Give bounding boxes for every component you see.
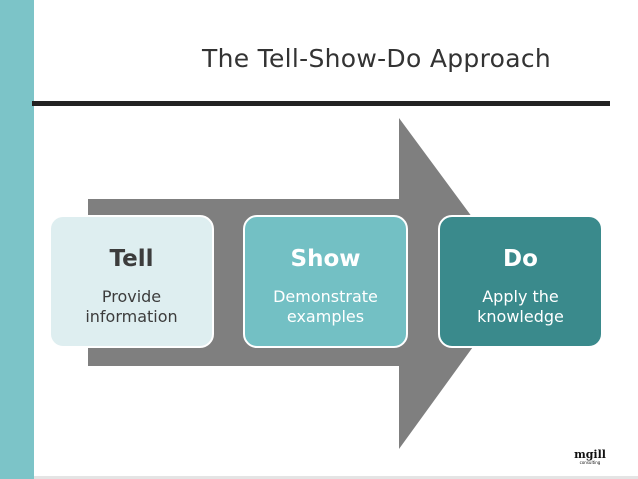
step-show-text: Demonstrate examples [273,287,378,326]
step-do-text: Apply the knowledge [477,287,564,326]
step-tell-heading: Tell [109,246,154,272]
step-show-box: Show Demonstrate examples [243,215,408,348]
slide-title: The Tell-Show-Do Approach [202,44,552,73]
accent-sidebar [0,0,34,479]
step-do-box: Do Apply the knowledge [438,215,603,348]
title-divider [32,101,610,106]
company-logo: mgill consulting [572,449,608,465]
step-show-heading: Show [290,246,361,272]
logo-mark: mgill [574,448,606,461]
step-tell-box: Tell Provide information [49,215,214,348]
step-do-heading: Do [503,246,538,272]
logo-subtitle: consulting [579,460,601,465]
footer-line [34,476,638,479]
step-tell-text: Provide information [85,287,178,326]
